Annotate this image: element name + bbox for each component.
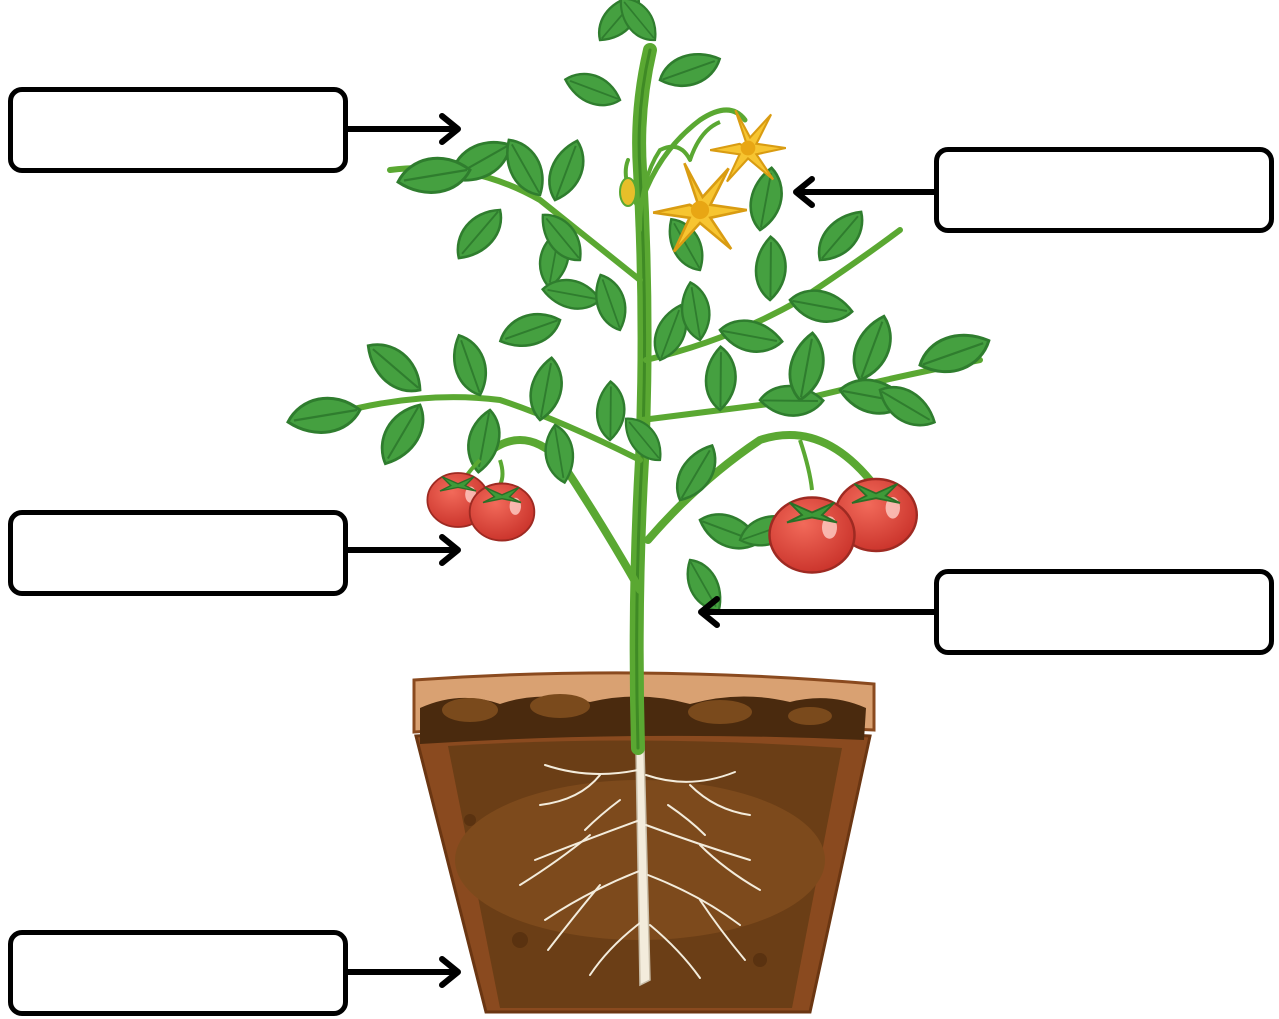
label-box-flower[interactable] <box>934 147 1274 233</box>
arrow-leaf <box>348 116 458 142</box>
label-box-root[interactable] <box>8 930 348 1016</box>
arrow-fruit <box>348 537 458 563</box>
label-box-leaf[interactable] <box>8 87 348 173</box>
label-box-stem[interactable] <box>934 569 1274 655</box>
tomatoes <box>427 440 916 573</box>
arrow-flower <box>796 179 934 205</box>
label-box-fruit[interactable] <box>8 510 348 596</box>
arrow-root <box>348 959 458 985</box>
arrow-stem <box>701 599 934 625</box>
